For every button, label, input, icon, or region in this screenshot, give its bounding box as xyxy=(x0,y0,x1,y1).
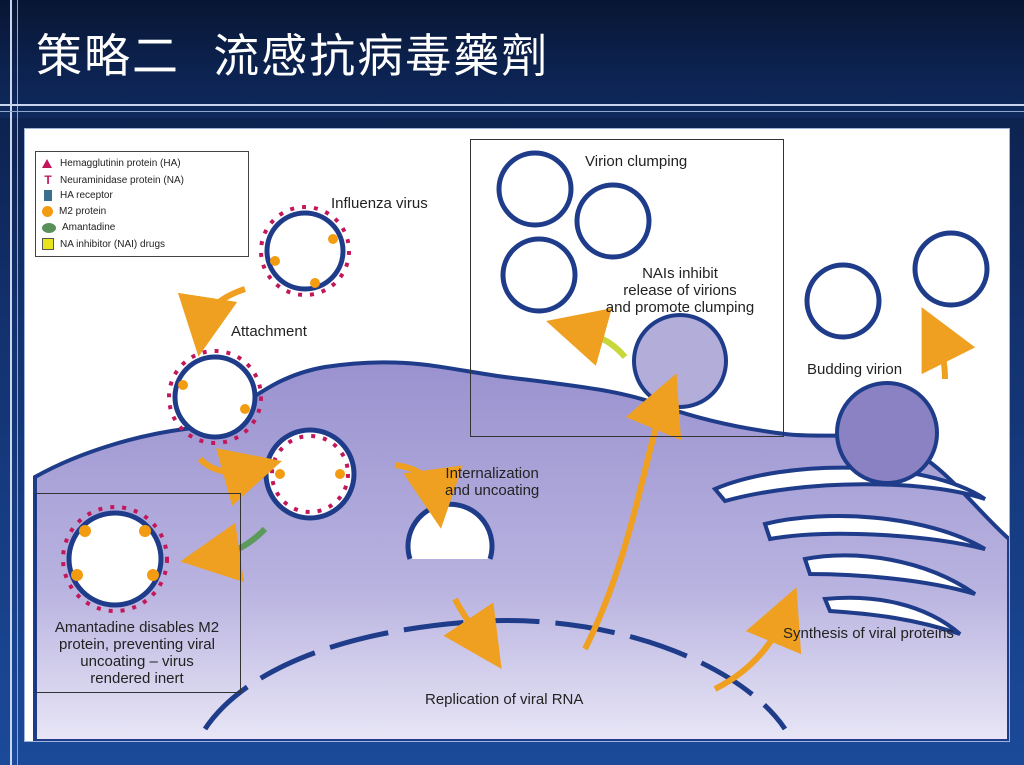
released-virions xyxy=(804,230,990,340)
title-rule-bottom xyxy=(0,104,1024,106)
legend-label: NA inhibitor (NAI) drugs xyxy=(60,238,166,250)
endoplasmic-reticulum xyxy=(711,465,987,636)
legend-label: Neuraminidase protein (NA) xyxy=(60,174,184,186)
receptor-icon xyxy=(44,190,52,201)
label-synthesis: Synthesis of viral proteins xyxy=(783,625,954,642)
amantadine-ellipse-icon xyxy=(42,222,56,233)
title-rule-bottom-inner xyxy=(0,111,1024,112)
budding-virion-bulge xyxy=(835,381,939,485)
amantadine-arrow xyxy=(180,522,268,583)
frame-rule-inner xyxy=(17,118,18,765)
legend-item-receptor: HA receptor xyxy=(42,190,113,201)
ha-triangle-icon xyxy=(42,159,52,168)
legend-label: HA receptor xyxy=(60,190,113,201)
label-replication: Replication of viral RNA xyxy=(425,691,584,708)
clumped-virions xyxy=(496,150,652,314)
process-arrows xyxy=(177,286,976,692)
legend-item-amantadine: Amantadine xyxy=(42,222,115,233)
label-amantadine-effect: Amantadine disables M2 protein, preventi… xyxy=(54,619,220,687)
influenza-virus xyxy=(259,205,351,297)
legend-item-ha: Hemagglutinin protein (HA) xyxy=(42,158,181,169)
amantadine-inset-box xyxy=(35,493,241,693)
title-rule-left-inner xyxy=(17,0,18,118)
na-t-shape-icon: T xyxy=(44,173,52,187)
flu-lifecycle-figure: Hemagglutinin protein (HA) T Neuraminida… xyxy=(24,128,1010,742)
m2-circle-icon xyxy=(42,206,53,217)
legend-item-na: T Neuraminidase protein (NA) xyxy=(42,174,184,186)
nai-square-icon xyxy=(42,238,54,250)
internalized-virus xyxy=(263,427,357,521)
legend-item-nai: NA inhibitor (NAI) drugs xyxy=(42,238,165,250)
legend: Hemagglutinin protein (HA) T Neuraminida… xyxy=(35,151,249,257)
attaching-virus xyxy=(167,349,263,445)
label-budding-virion: Budding virion xyxy=(807,361,903,378)
label-nai-effect: NAIs inhibit release of virions and prom… xyxy=(605,265,755,316)
label-influenza-virus: Influenza virus xyxy=(331,195,428,212)
clumping-arrow xyxy=(546,308,628,366)
legend-label: M2 protein xyxy=(59,206,107,217)
label-internalization: Internalization and uncoating xyxy=(445,465,540,499)
label-virion-clumping: Virion clumping xyxy=(585,153,688,170)
slide-title: 策略二 流感抗病毒藥劑 xyxy=(36,29,550,83)
nai-inset-box xyxy=(470,139,784,437)
cell-illustration xyxy=(33,150,1009,741)
amantadine-virus xyxy=(61,505,169,613)
title-rule-left xyxy=(10,0,12,118)
legend-item-m2: M2 protein xyxy=(42,206,106,217)
title-bar: 策略二 流感抗病毒藥劑 xyxy=(0,0,1024,118)
frame-rule xyxy=(10,118,12,765)
label-attachment: Attachment xyxy=(231,323,307,340)
legend-label: Hemagglutinin protein (HA) xyxy=(60,158,181,169)
legend-label: Amantadine xyxy=(62,222,116,233)
